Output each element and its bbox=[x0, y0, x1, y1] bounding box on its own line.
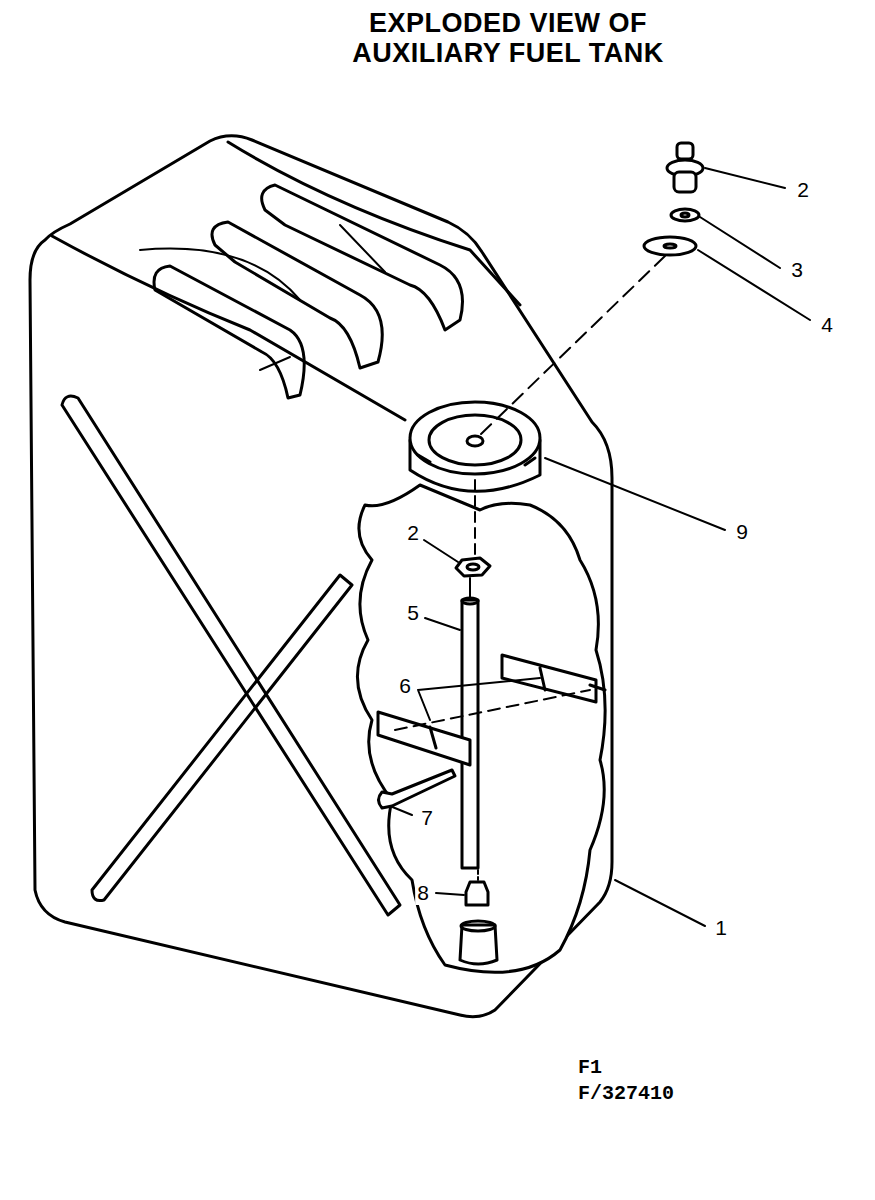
callout-number: 2 bbox=[795, 178, 811, 202]
diagram-title: EXPLODED VIEW OF AUXILIARY FUEL TANK bbox=[308, 8, 708, 68]
callout-number: 4 bbox=[819, 313, 835, 337]
fitting bbox=[644, 143, 703, 255]
callout-number: 5 bbox=[405, 601, 421, 625]
callout-number: 2 bbox=[405, 521, 421, 545]
x-rib bbox=[62, 396, 400, 915]
callout-number: 6 bbox=[397, 674, 413, 698]
callout-number: 8 bbox=[415, 881, 431, 905]
drawing-code: F1 bbox=[578, 1056, 602, 1079]
x-rib bbox=[92, 575, 352, 901]
screw bbox=[379, 770, 456, 808]
nut bbox=[456, 558, 490, 576]
tank-outline bbox=[30, 136, 612, 1017]
fitting bbox=[466, 882, 488, 905]
bracket bbox=[502, 655, 605, 702]
callout-number: 9 bbox=[734, 520, 750, 544]
bracket bbox=[378, 712, 470, 765]
callout-number: 3 bbox=[789, 258, 805, 282]
tank-edge bbox=[52, 236, 405, 420]
handle bbox=[154, 266, 304, 398]
callout-number: 1 bbox=[713, 916, 729, 940]
cutaway bbox=[357, 485, 605, 972]
callout-number: 7 bbox=[419, 806, 435, 830]
filler-cap bbox=[410, 402, 540, 491]
tube bbox=[462, 600, 478, 868]
tank-edge bbox=[228, 142, 520, 305]
drawing-code: F/327410 bbox=[578, 1082, 674, 1105]
